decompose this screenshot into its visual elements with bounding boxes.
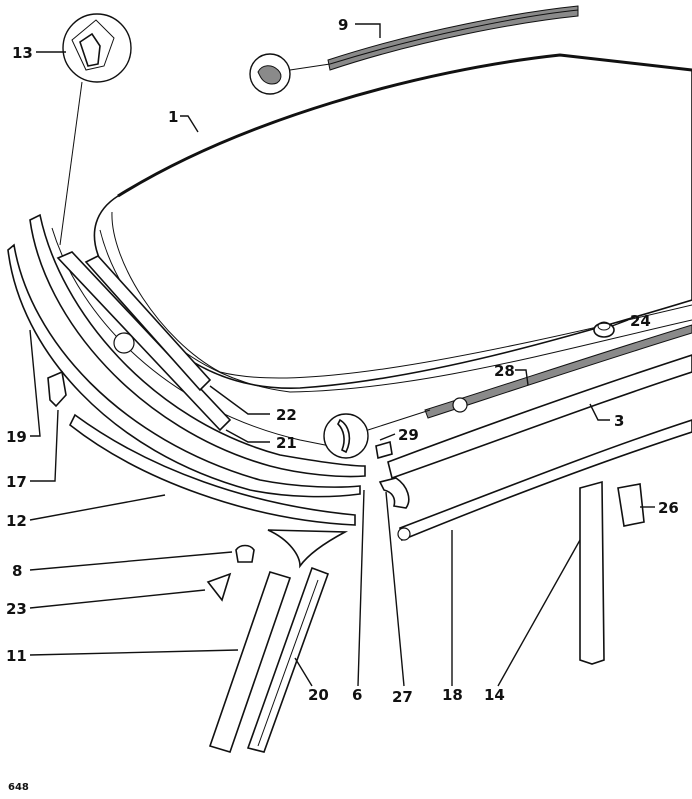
callout-11: 11	[6, 647, 27, 665]
seal-section-detail	[323, 409, 431, 459]
callout-3: 3	[614, 412, 624, 430]
callout-28: 28	[494, 362, 515, 380]
side-rail-part	[387, 354, 692, 480]
hook-clip-part	[378, 477, 410, 509]
callout-29: 29	[398, 426, 419, 444]
vertical-seal-part	[246, 566, 330, 753]
callout-23: 23	[6, 600, 27, 618]
vertical-trim-part	[208, 571, 292, 753]
callout-17: 17	[6, 473, 27, 491]
figure-number: 648	[8, 782, 29, 793]
callout-14: 14	[484, 686, 505, 704]
rear-frame-rails	[7, 213, 366, 569]
callout-19: 19	[6, 428, 27, 446]
callout-22: 22	[276, 406, 297, 424]
side-seal-part	[424, 324, 692, 419]
callout-13: 13	[12, 44, 33, 62]
clip-part	[235, 544, 255, 563]
lower-bar-part	[399, 419, 692, 542]
grommet-part	[593, 321, 615, 338]
mount-clip-part	[617, 483, 645, 527]
corner-plate-part	[206, 572, 232, 602]
callout-21: 21	[276, 434, 297, 452]
seal-profile-detail	[249, 53, 331, 95]
bracket-part	[47, 370, 67, 408]
callout-12: 12	[6, 512, 27, 530]
roof-shell-part	[93, 53, 692, 393]
small-clip-part	[375, 440, 393, 460]
clip-detail-circle	[59, 13, 132, 246]
pillar-part	[579, 480, 605, 665]
callout-27: 27	[392, 688, 413, 706]
roof-seal-strip-part	[327, 5, 579, 71]
callout-1: 1	[168, 108, 178, 126]
leader-lines	[29, 23, 655, 687]
callout-6: 6	[352, 686, 362, 704]
callout-26: 26	[658, 499, 679, 517]
callout-20: 20	[308, 686, 329, 704]
callout-9: 9	[338, 16, 348, 34]
callout-24: 24	[630, 312, 651, 330]
callout-8: 8	[12, 562, 22, 580]
callout-18: 18	[442, 686, 463, 704]
